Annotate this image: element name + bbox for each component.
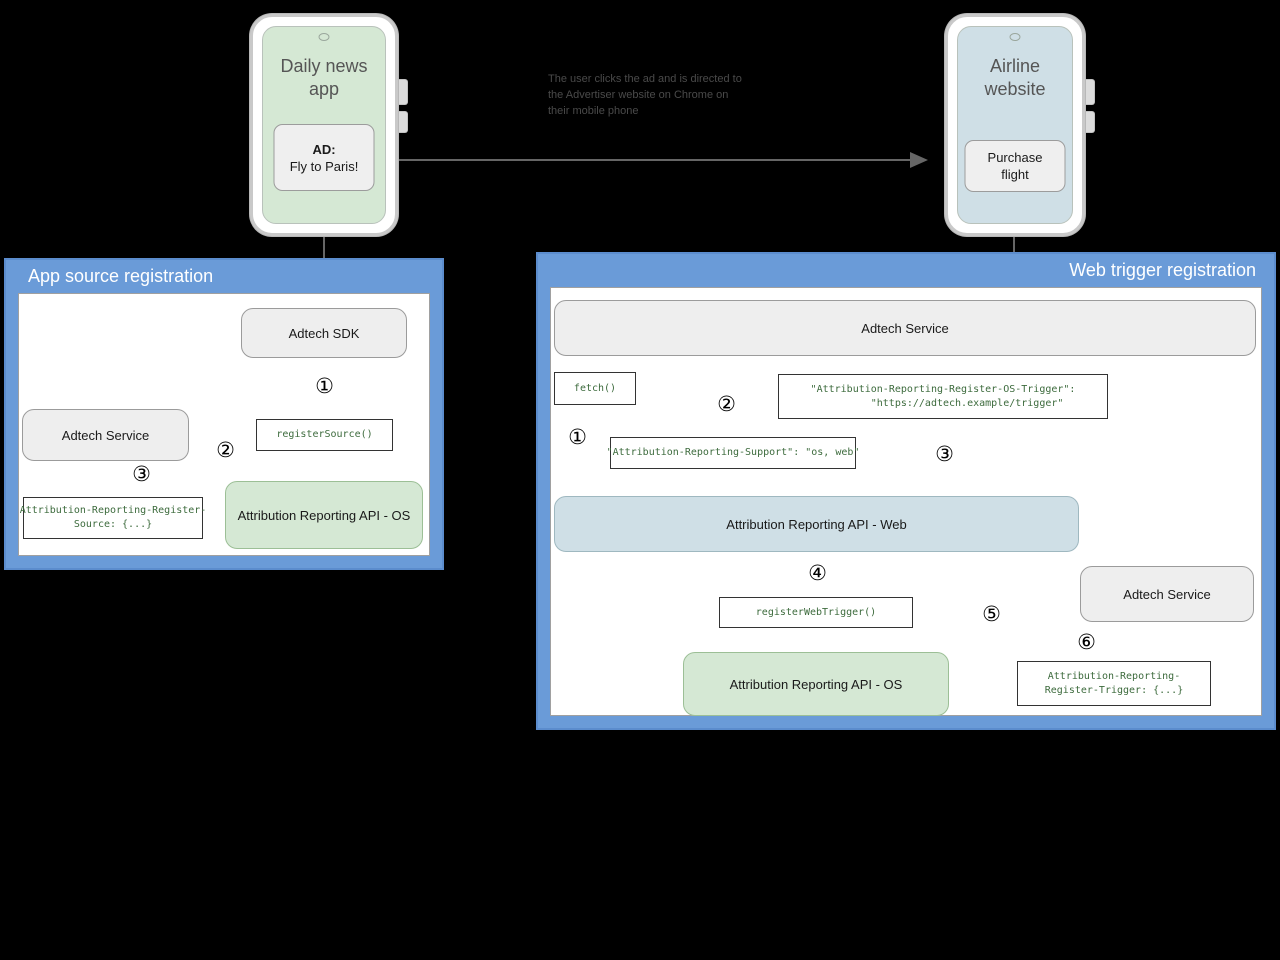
ad-button[interactable]: AD: Fly to Paris!	[273, 124, 375, 191]
step-6-right: ⑥	[1076, 630, 1097, 654]
node-adtech-sdk[interactable]: Adtech SDK	[241, 308, 407, 358]
phone-screen-left: Daily news app AD: Fly to Paris!	[262, 26, 386, 224]
phone-side-button-right-2	[1086, 111, 1095, 133]
step-4-right: ④	[807, 561, 828, 585]
phone-daily-news-app: Daily news app AD: Fly to Paris!	[250, 14, 408, 236]
step-5-right: ⑤	[981, 602, 1002, 626]
node-attribution-reporting-api-os-web[interactable]: Attribution Reporting API - OS	[683, 652, 949, 716]
step-1-right: ①	[567, 425, 588, 449]
code-header-register-source: Attribution-Reporting-Register- Source: …	[20, 497, 206, 539]
code-register-web-trigger: registerWebTrigger()	[719, 597, 913, 628]
step-2-right: ②	[716, 392, 737, 416]
panel-web-trigger-title: Web trigger registration	[1069, 260, 1256, 280]
flow-caption: The user clicks the ad and is directed t…	[548, 73, 742, 117]
phone-left-title: Daily news app	[280, 56, 368, 99]
purchase-button-label-1: Purchase	[987, 150, 1043, 165]
code-header-register-trigger: Attribution-Reporting- Register-Trigger:…	[1017, 661, 1211, 706]
ad-button-label-1: AD:	[312, 141, 336, 157]
camera-icon	[318, 33, 330, 41]
code-header-os-trigger: "Attribution-Reporting-Register-OS-Trigg…	[778, 374, 1108, 419]
phone-side-button-right	[1086, 79, 1095, 105]
purchase-button-label-2: flight	[1001, 167, 1029, 182]
step-3-left: ③	[131, 462, 152, 486]
step-3-right: ③	[934, 442, 955, 466]
ad-button-label-2: Fly to Paris!	[289, 158, 359, 174]
phone-side-button-left-2	[399, 111, 408, 133]
purchase-flight-button[interactable]: Purchase flight	[964, 140, 1066, 192]
phone-right-title: Airline website	[984, 56, 1046, 99]
panel-app-source-title: App source registration	[28, 266, 214, 286]
phone-airline-website: Airline website Purchase flight	[945, 14, 1095, 236]
code-header-attribution-reporting-support: "Attribution-Reporting-Support": "os, we…	[607, 437, 859, 469]
node-attribution-reporting-api-web[interactable]: Attribution Reporting API - Web	[554, 496, 1079, 552]
phone-side-button-left	[399, 79, 408, 105]
node-adtech-service-web-top[interactable]: Adtech Service	[554, 300, 1256, 356]
node-adtech-service-left[interactable]: Adtech Service	[22, 409, 189, 461]
code-fetch: fetch()	[554, 372, 636, 405]
step-2-left: ②	[215, 438, 236, 462]
camera-icon	[1009, 33, 1021, 41]
step-1-left: ①	[314, 374, 335, 398]
node-attribution-reporting-api-os-left[interactable]: Attribution Reporting API - OS	[225, 481, 423, 549]
node-adtech-service-web-bottom[interactable]: Adtech Service	[1080, 566, 1254, 622]
phone-screen-right: Airline website Purchase flight	[957, 26, 1073, 224]
code-register-source: registerSource()	[256, 419, 393, 451]
